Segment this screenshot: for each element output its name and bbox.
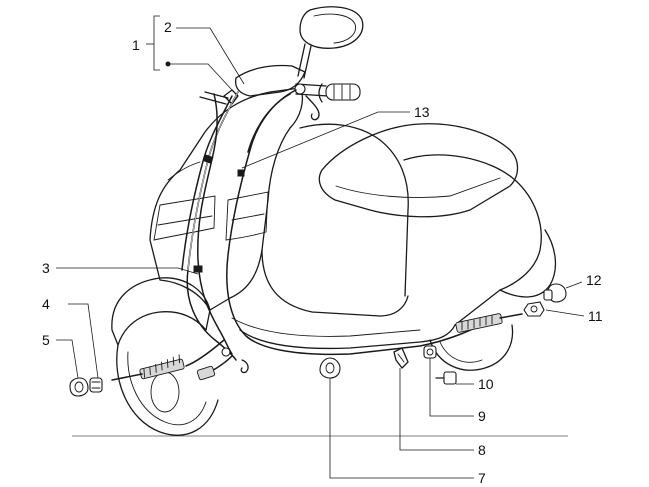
callout-8: 8 (478, 442, 486, 458)
part-12-cap (543, 283, 567, 303)
callout-12: 12 (586, 272, 602, 288)
cable-assembly (111, 61, 523, 381)
leader-lines (56, 15, 585, 479)
part-7-grommet (319, 357, 341, 379)
callout-11: 11 (588, 308, 603, 324)
bracket-1 (153, 15, 160, 71)
callout-labels: 1 2 3 4 5 7 8 9 10 11 12 13 (42, 19, 603, 486)
callout-13: 13 (414, 104, 430, 120)
scooter-body (111, 6, 557, 436)
callout-9: 9 (478, 408, 486, 424)
part-10-bolt (435, 371, 457, 385)
front-drum-fitting (196, 347, 249, 381)
callout-1: 1 (132, 37, 140, 53)
callout-4: 4 (42, 296, 50, 312)
part-11-nut (523, 301, 545, 317)
rear-cable-end (455, 313, 523, 333)
part-4-nut (89, 377, 103, 393)
part-5-cap (69, 377, 89, 397)
front-cable-end (111, 354, 185, 381)
small-parts (69, 283, 567, 397)
callout-2: 2 (164, 19, 172, 35)
callout-7: 7 (478, 470, 486, 486)
callout-5: 5 (42, 332, 50, 348)
part-8-clip (393, 347, 409, 369)
part-9-nut (423, 345, 437, 359)
callout-10: 10 (478, 376, 494, 392)
callout-3: 3 (42, 260, 50, 276)
